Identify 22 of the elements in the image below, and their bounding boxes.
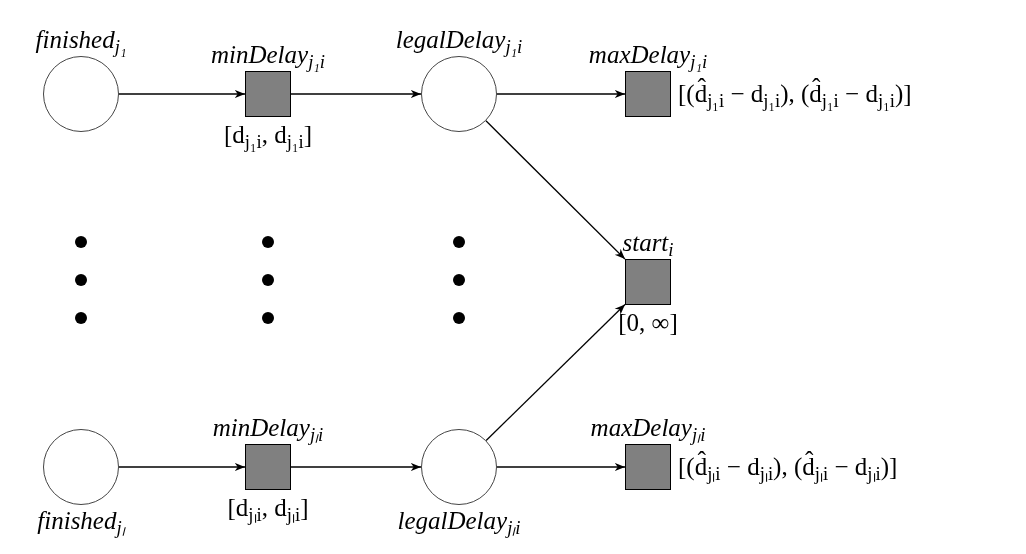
node-label: minDelay$_{j₁i}$ xyxy=(210,40,326,70)
interval-label: [(d̂$_{j₁i}$ − d$_{j₁i}$), (d̂$_{j₁i}$ − d$_{j₁i}$)] xyxy=(678,79,912,109)
node-label: maxDelay$_{jₗi}$ xyxy=(590,413,706,443)
node-label: maxDelay$_{j₁i}$ xyxy=(588,40,708,70)
node-label: finished$_{jₗ}$ xyxy=(37,506,125,536)
node-label: legalDelay$_{j₁i}$ xyxy=(395,25,523,55)
node-label: finished$_{j₁}$ xyxy=(35,25,127,55)
interval-label: [d$_{j₁i}$, d$_{j₁i}$] xyxy=(223,120,313,150)
arrow xyxy=(485,303,626,442)
arrow xyxy=(118,89,246,99)
node-label: legalDelay$_{jₗi}$ xyxy=(397,506,521,536)
arrow xyxy=(290,89,422,99)
arrow xyxy=(485,120,626,260)
node-label: minDelay$_{jₗi}$ xyxy=(212,413,324,443)
interval-label: [(d̂$_{jₗi}$ − d$_{jₗi}$), (d̂$_{jₗi}$ − d$_{jₗi}$)] xyxy=(678,452,898,482)
arrow xyxy=(496,89,626,99)
arrow xyxy=(496,462,626,472)
node-label: start$_{i}$ xyxy=(622,228,674,258)
interval-label: [d$_{jₗi}$, d$_{jₗi}$] xyxy=(227,493,309,523)
arrow xyxy=(118,462,246,472)
interval-label: [0, ∞] xyxy=(618,308,678,338)
arrow xyxy=(290,462,422,472)
